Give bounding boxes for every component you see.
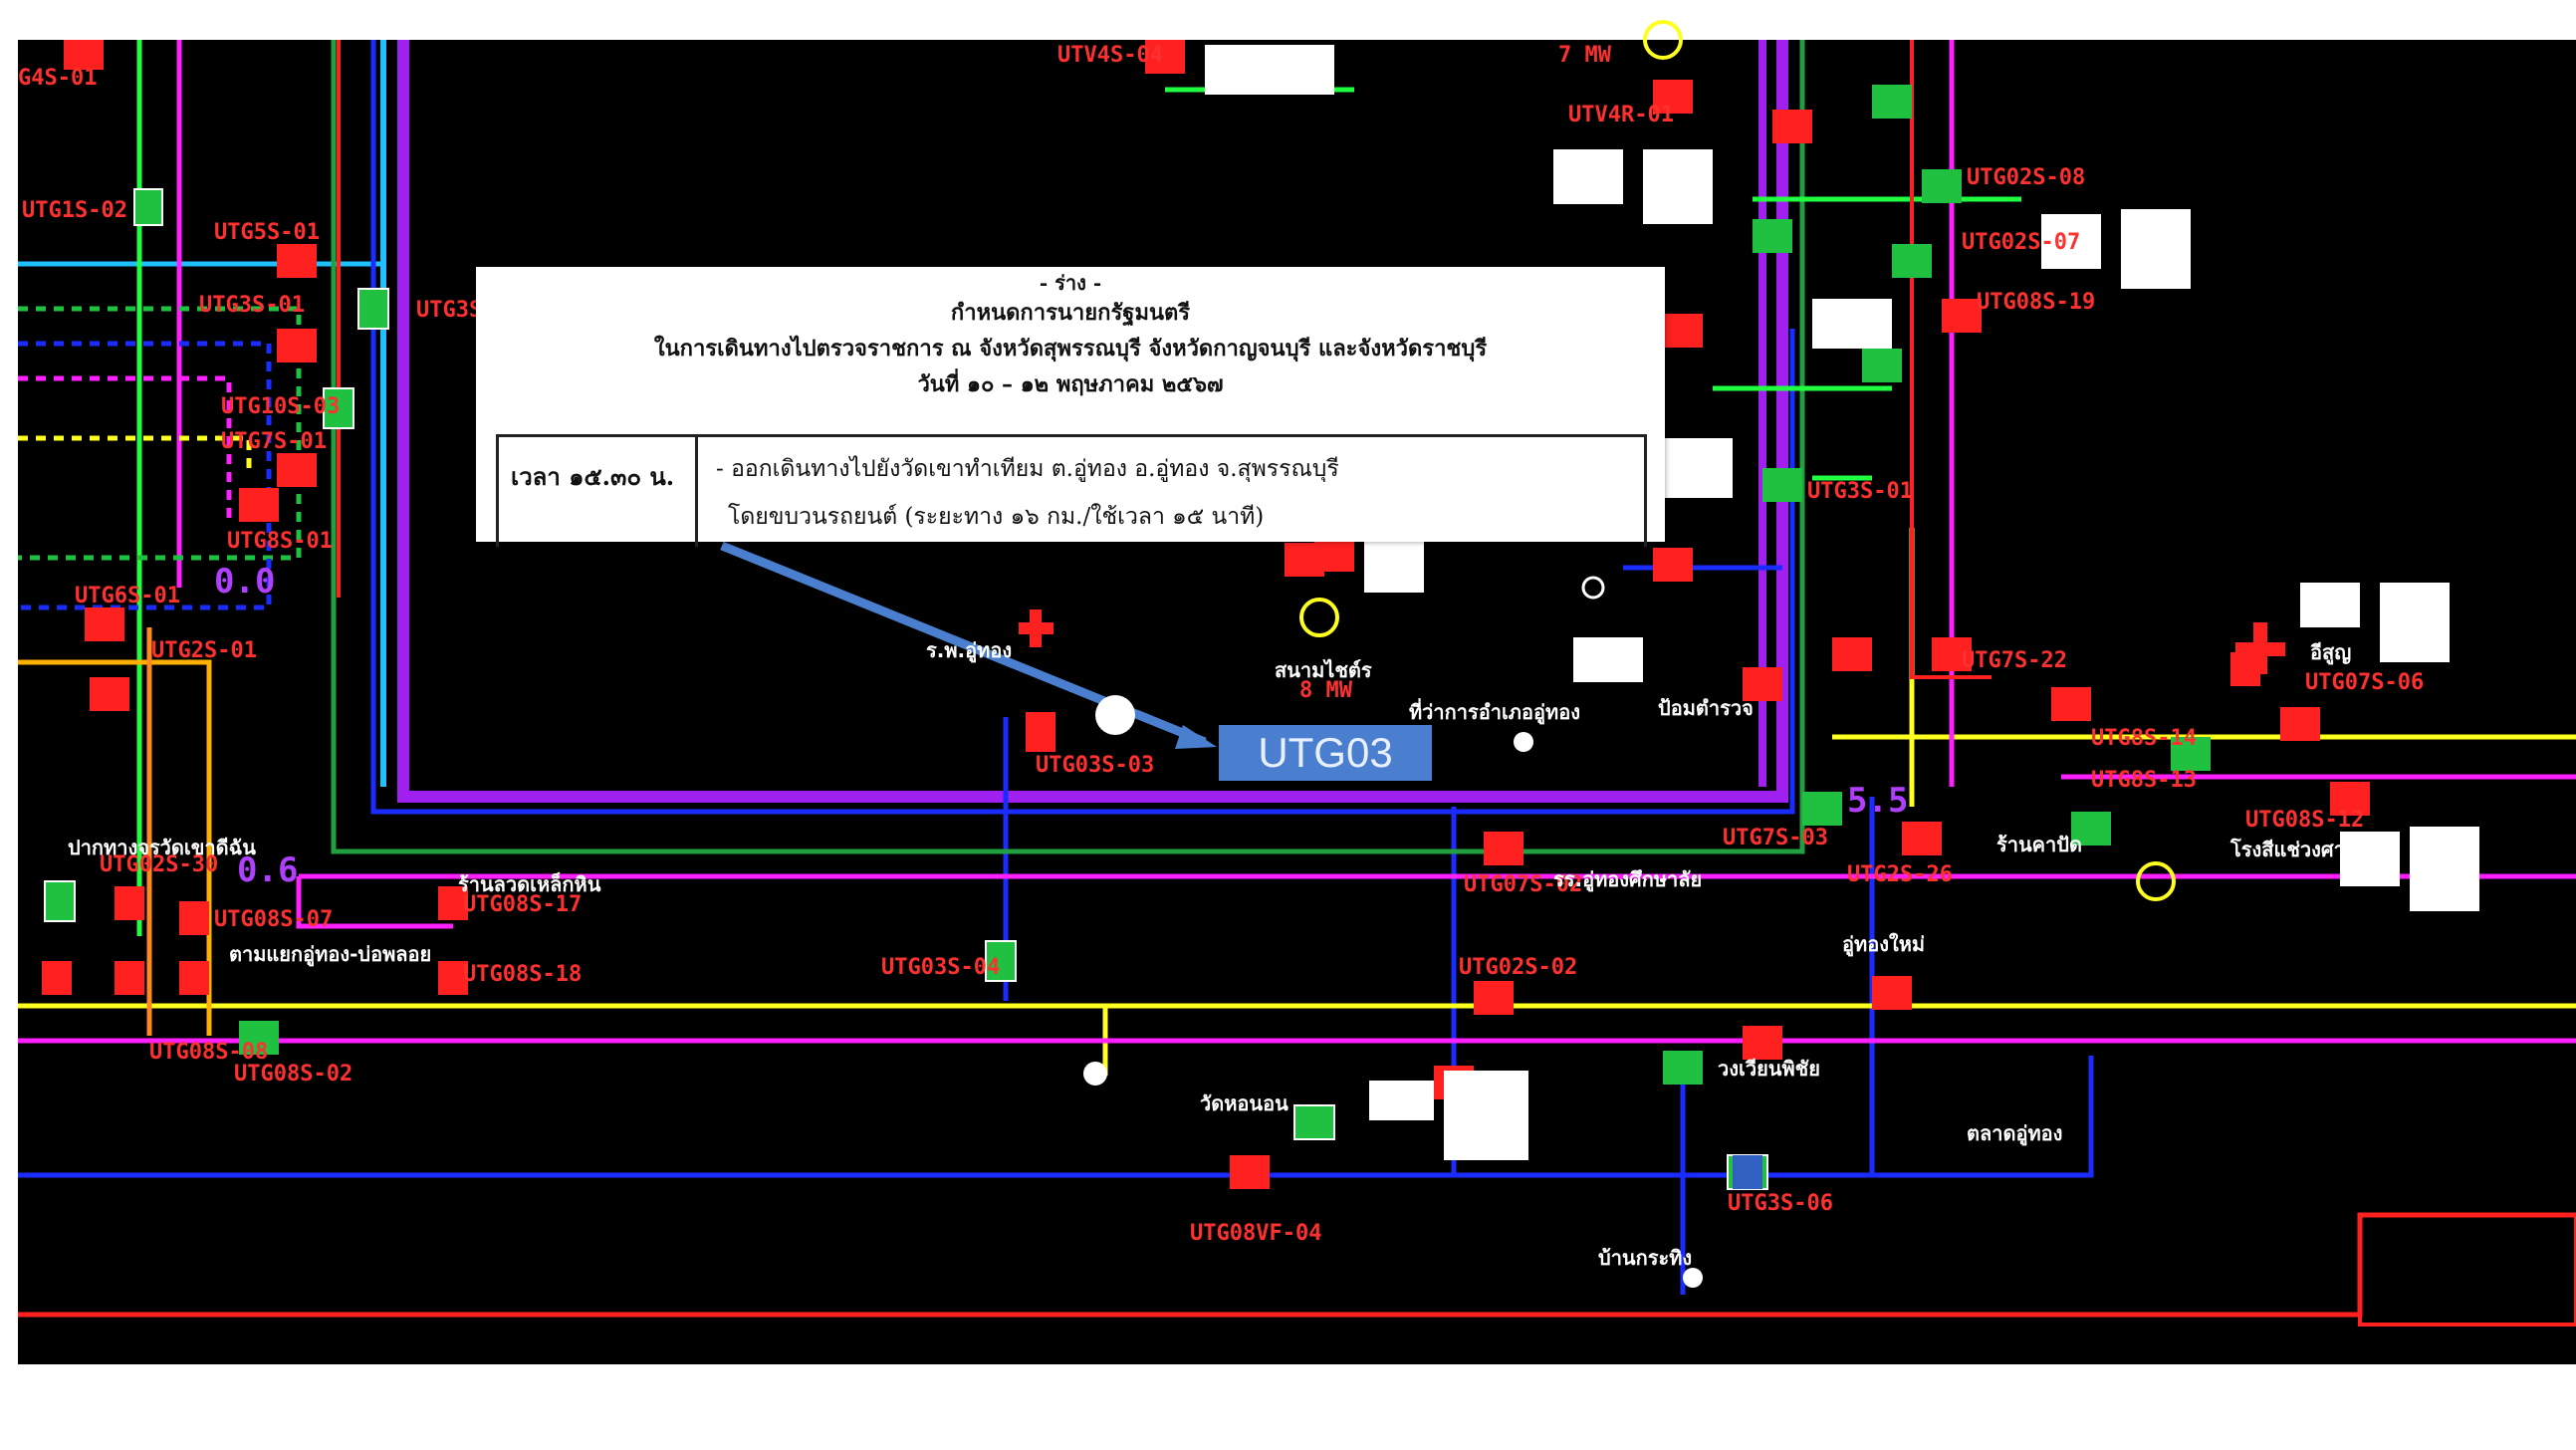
label-utg02s30: UTG02S-30	[100, 852, 218, 877]
place-office: ที่ว่าการอำเภออู่ทอง	[1409, 697, 1580, 726]
place-kaset: ตามแยกอู่ทอง-บ่อพลอย	[229, 942, 431, 968]
label-utg07s06: UTG07S-06	[2305, 670, 2424, 695]
place-ban-kra: บ้านกระทิง	[1598, 1246, 1692, 1270]
label-utg8s: UTG8S-01	[227, 529, 333, 554]
place-wat: วัดหอนอน	[1200, 1091, 1288, 1115]
schedule-document: - ร่าง - กำหนดการนายกรัฐมนตรี ในการเดินท…	[476, 267, 1665, 547]
label-utg10s: UTG10S-03	[221, 394, 340, 419]
label-utg02s02: UTG02S-02	[1459, 955, 1577, 980]
label-utg08s02: UTG08S-02	[234, 1062, 352, 1087]
value-0-0: 0.0	[214, 562, 275, 602]
place-pom: ป้อมตำรวจ	[1658, 696, 1754, 720]
red-box	[2358, 1213, 2576, 1327]
label-utv4s: UTV4S-04	[1057, 43, 1163, 68]
label-utg7s03: UTG7S-03	[1723, 826, 1828, 850]
label-utg3s-top: UTG3S	[416, 298, 482, 323]
label-utg03s03: UTG03S-03	[1036, 753, 1154, 778]
draft-marker: - ร่าง -	[1039, 271, 1102, 295]
label-g4s: G4S-01	[18, 66, 97, 91]
label-utg2s26: UTG2S-26	[1847, 862, 1953, 887]
schedule-detail-1: - ออกเดินทางไปยังวัดเขาทำเทียม ต.อู่ทอง …	[716, 456, 1339, 482]
place-eng: อีสูญ	[2310, 640, 2351, 666]
label-utg08s17: UTG08S-17	[463, 892, 582, 917]
doc-title-line3: วันที่ ๑๐ – ๑๒ พฤษภาคม ๒๕๖๗	[917, 371, 1224, 397]
label-8mw: 8 MW	[1299, 678, 1353, 703]
place-wang: วงเวียนพิชัย	[1718, 1057, 1820, 1081]
label-utv4r: UTV4R-01	[1568, 103, 1674, 127]
schedule-time: เวลา ๑๕.๓๐ น.	[499, 437, 698, 547]
label-utg03s04: UTG03S-04	[881, 955, 1000, 980]
label-utg6s: UTG6S-01	[75, 584, 180, 608]
label-utg8s14: UTG8S-14	[2091, 726, 2197, 751]
label-utg07s02: UTG07S-02	[1464, 872, 1582, 897]
label-utg3s: UTG3S-01	[199, 293, 305, 318]
place-junction: ปากทางจรวัดเขาดีฉัน	[68, 836, 256, 859]
label-utg5s: UTG5S-01	[214, 220, 320, 245]
label-utg08vf: UTG08VF-04	[1190, 1221, 1321, 1246]
label-utg7s-mid: UTG7S-22	[1962, 648, 2067, 673]
value-0-6: 0.6	[237, 850, 298, 890]
utg03-callout: UTG03	[1219, 725, 1432, 781]
meter-panels	[1205, 45, 2479, 1189]
place-stadium: สนามไชต์ร	[1275, 658, 1372, 682]
label-7mw: 7 MW	[1558, 43, 1612, 68]
label-utg08s08: UTG08S-08	[149, 1040, 268, 1065]
label-utg08s18: UTG08S-18	[463, 962, 582, 987]
label-utg3s01r: UTG3S-01	[1807, 479, 1913, 504]
label-utg2s: UTG2S-01	[151, 638, 257, 663]
value-5-5: 5.5	[1847, 781, 1908, 821]
place-rong: โรงสีแช่วงศา	[2229, 838, 2345, 861]
place-hospital: ร.พ.อู่ทอง	[926, 638, 1012, 664]
label-utg08s19: UTG08S-19	[1977, 290, 2095, 315]
label-utg3s06: UTG3S-06	[1728, 1191, 1833, 1216]
label-utg02s07: UTG02S-07	[1962, 230, 2080, 255]
label-utg08s07: UTG08S-07	[214, 907, 333, 932]
landmark-symbols	[1019, 20, 2285, 1288]
label-utg8s13: UTG8S-13	[2091, 768, 2197, 793]
label-utg02s08: UTG02S-08	[1967, 165, 2085, 190]
place-pho: อู่ทองใหม่	[1842, 932, 1925, 958]
label-utg08s12: UTG08S-12	[2245, 808, 2364, 833]
doc-title-line2: ในการเดินทางไปตรวจราชการ ณ จังหวัดสุพรรณ…	[653, 336, 1488, 362]
place-market: ตลาดอู่ทอง	[1967, 1121, 2062, 1147]
schedule-table: เวลา ๑๕.๓๐ น. - ออกเดินทางไปยังวัดเขาทำเ…	[496, 434, 1647, 547]
label-utg7s: UTG7S-01	[221, 429, 327, 454]
label-utg1s: UTG1S-02	[22, 198, 127, 223]
place-university: รร.อู่ทองศึกษาลัย	[1553, 867, 1702, 893]
place-ban-kao: ร้านคาปัด	[1996, 833, 2082, 856]
place-school: ร้านลวดเหล็กหิน	[458, 871, 601, 896]
doc-title-line1: กำหนดการนายกรัฐมนตรี	[950, 300, 1191, 326]
schedule-detail-2: โดยขบวนรถยนต์ (ระยะทาง ๑๖ กม./ใช้เวลา ๑๕…	[728, 504, 1265, 530]
